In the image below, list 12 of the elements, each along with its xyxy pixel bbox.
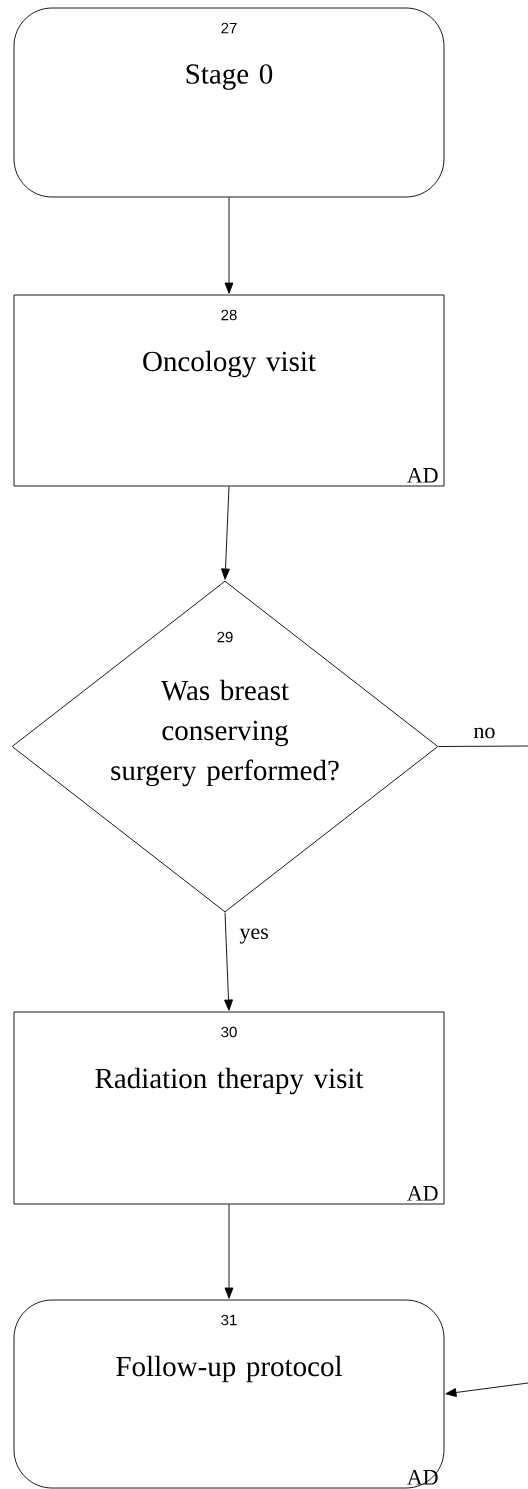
process-box: 30 Radiation therapy visit AD [13, 1011, 445, 1205]
edge-label: yes [239, 928, 268, 944]
arrow [224, 1204, 234, 1299]
arrow [445, 1382, 528, 1397]
arrow [221, 486, 230, 580]
arrow [224, 197, 234, 294]
terminal-box: 31 Follow-up protocol AD [13, 1299, 445, 1489]
connector-line [438, 745, 528, 747]
arrow [224, 912, 233, 1011]
process-box: 28 Oncology visit AD [13, 294, 445, 487]
terminal-box: 27 Stage 0 [13, 7, 445, 198]
edge-label: no [473, 727, 495, 739]
